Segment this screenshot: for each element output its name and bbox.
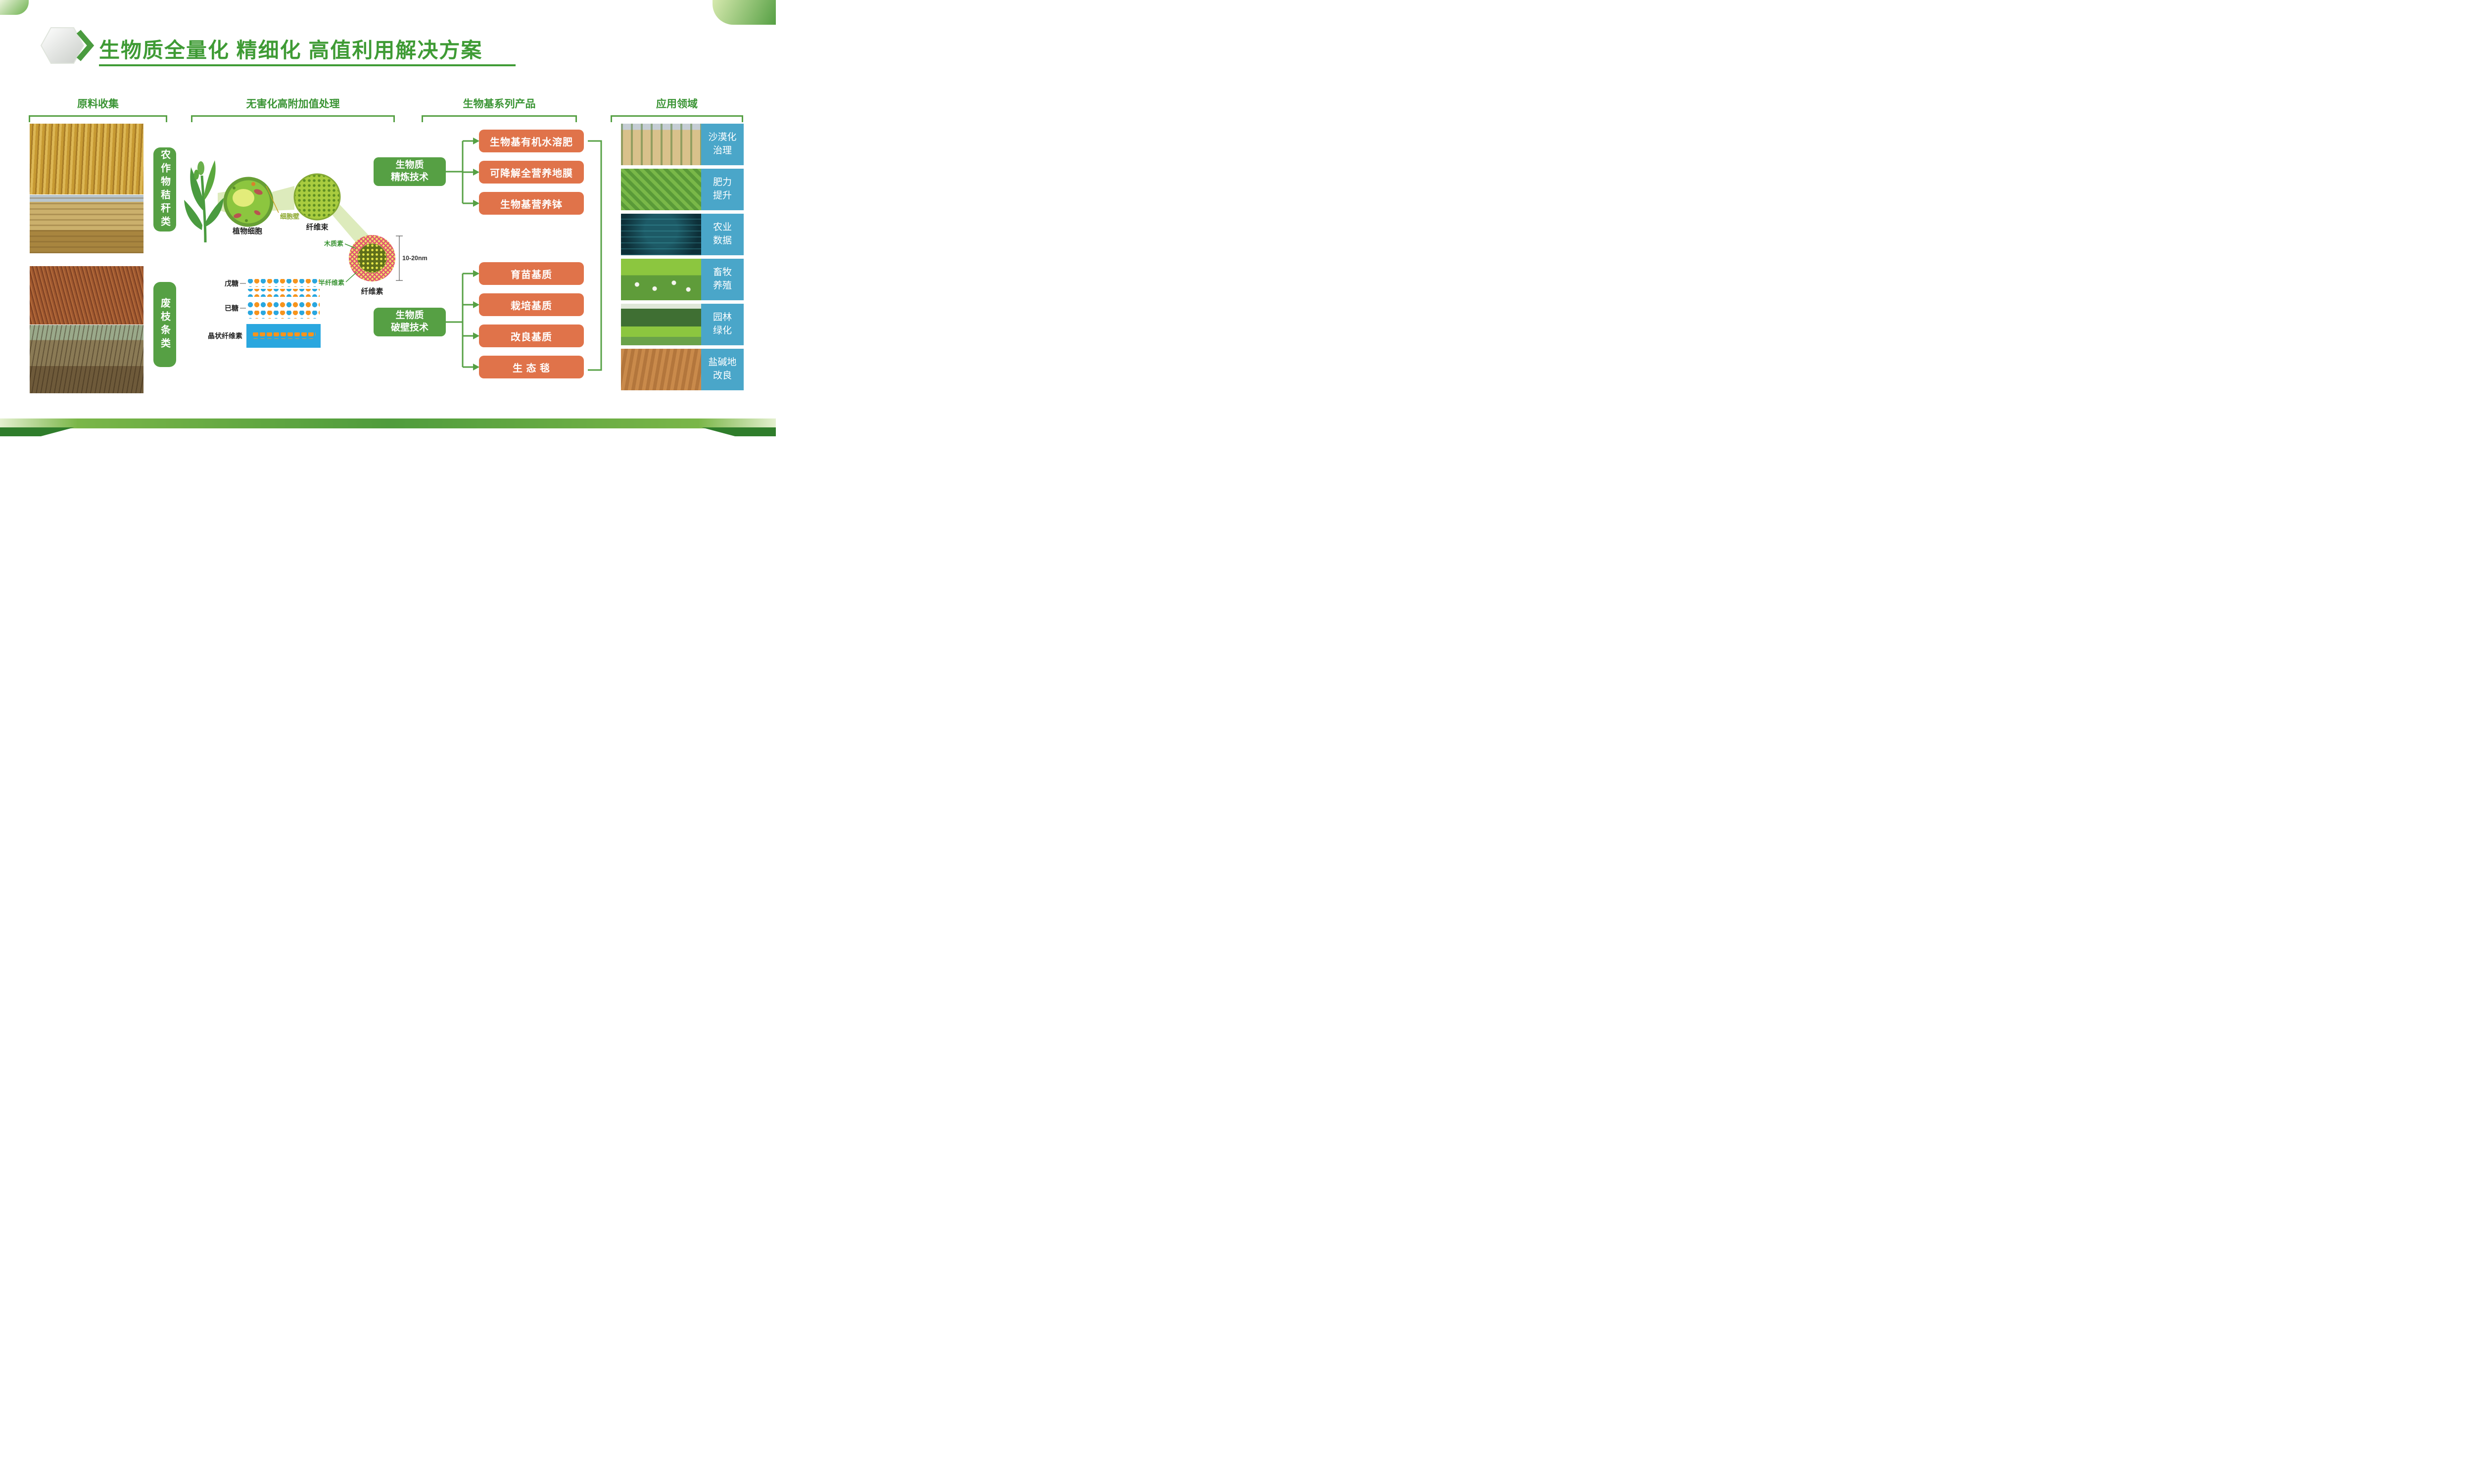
fiber-bundle-label: 纤维束: [306, 223, 329, 232]
tech-label-line2: 破壁技术: [390, 323, 428, 333]
cellulose-label: 纤维素: [361, 287, 383, 296]
application-label-line2: 治理: [713, 145, 732, 156]
lignin-leader-line: [344, 243, 356, 249]
application-label: 农业 数据: [701, 214, 744, 255]
scale-bracket: [396, 235, 403, 281]
section-bracket: [611, 115, 743, 122]
category-label: 农作物秸秆类: [159, 149, 170, 230]
tech-label-line2: 精炼技术: [390, 172, 428, 183]
section-bracket: [422, 115, 577, 122]
category-crop-straw: 农作物秸秆类: [153, 147, 176, 232]
corner-decoration-top-right: [713, 0, 776, 25]
cell-wall-label: 细胞壁: [280, 213, 299, 220]
section-header-processing: 无害化高附加值处理: [191, 96, 395, 122]
product-box-cultivation-substrate: 栽培基质: [479, 293, 584, 316]
application-label-line1: 园林: [713, 312, 732, 323]
pentose-chain-row: [246, 289, 320, 297]
photo-saline-alkali-improvement: [621, 349, 701, 390]
application-label-line2: 改良: [713, 371, 732, 381]
application-label-line2: 绿化: [713, 325, 732, 336]
crystalline-cellulose-label: 晶状纤维素: [208, 332, 242, 340]
product-box-degradable-mulch-film: 可降解全营养地膜: [479, 161, 584, 184]
application-label-line1: 畜牧: [713, 267, 732, 278]
product-box-nutrient-pot: 生物基营养钵: [479, 192, 584, 215]
photo-fertility-improvement: [621, 169, 701, 210]
tech-label-line1: 生物质: [395, 310, 424, 321]
category-label: 废枝条类: [159, 298, 170, 351]
fiber-bundle-illustration: [293, 173, 341, 221]
product-box-improvement-substrate: 改良基质: [479, 325, 584, 347]
section-label: 原料收集: [77, 98, 119, 110]
application-row-livestock: 畜牧 养殖: [621, 259, 744, 300]
photo-pruned-branches: [30, 325, 143, 393]
hemicellulose-leader-line: [345, 272, 357, 282]
application-label: 沙漠化 治理: [701, 124, 744, 165]
application-label-line1: 肥力: [713, 177, 732, 188]
beam-cell-to-fiber: [272, 186, 294, 211]
application-label: 畜牧 养殖: [701, 259, 744, 300]
application-row-fertility: 肥力 提升: [621, 169, 744, 210]
photo-garden-greening: [621, 304, 701, 345]
photo-agriculture-data: [621, 214, 701, 255]
slide: 生物质全量化 精细化 高值利用解决方案 原料收集 无害化高附加值处理 生物基系列…: [0, 0, 776, 436]
section-label: 应用领域: [656, 98, 698, 110]
section-header-applications: 应用领域: [611, 96, 743, 122]
application-row-agri-data: 农业 数据: [621, 214, 744, 255]
hemicellulose-label: 半纤维素: [319, 279, 344, 286]
tech-box-refining: 生物质 精炼技术: [374, 157, 446, 186]
corner-decoration-bottom-left: [0, 427, 74, 436]
corner-decoration-bottom-right: [702, 427, 776, 436]
photo-straw-bales: [30, 195, 143, 253]
hexagon-bullet-icon: [40, 27, 95, 64]
cell-wall-leader-line: [266, 186, 279, 213]
product-box-eco-blanket: 生 态 毯: [479, 356, 584, 378]
section-header-products: 生物基系列产品: [422, 96, 577, 122]
microfibril-illustration: [349, 235, 395, 281]
application-label: 肥力 提升: [701, 169, 744, 210]
application-row-desertification: 沙漠化 治理: [621, 124, 744, 165]
tech-box-wall-breaking: 生物质 破壁技术: [374, 308, 446, 336]
application-label-line1: 盐碱地: [708, 357, 737, 368]
plant-cell-label: 植物细胞: [233, 227, 262, 235]
photo-livestock-breeding: [621, 259, 701, 300]
application-label-line2: 提升: [713, 190, 732, 201]
section-bracket: [29, 115, 167, 122]
application-label-line1: 农业: [713, 222, 732, 233]
plant-illustration: [184, 160, 224, 243]
application-row-landscaping: 园林 绿化: [621, 304, 744, 345]
application-row-saline-soil: 盐碱地 改良: [621, 349, 744, 390]
section-label: 无害化高附加值处理: [246, 98, 340, 110]
section-header-collection: 原料收集: [29, 96, 167, 122]
pentose-label: 戊糖: [225, 279, 238, 287]
hexose-label: 已糖: [225, 304, 238, 312]
section-label: 生物基系列产品: [463, 98, 536, 110]
application-label-line1: 沙漠化: [708, 132, 737, 143]
category-waste-branches: 废枝条类: [153, 282, 176, 367]
product-box-water-soluble-fertilizer: 生物基有机水溶肥: [479, 130, 584, 152]
application-label-line2: 数据: [713, 235, 732, 246]
hexose-chain-row: [246, 301, 320, 309]
application-label: 盐碱地 改良: [701, 349, 744, 390]
processing-diagram: 细胞壁 植物细胞 纤维束 木质素 半纤维素 纤维素 10-20nm 戊糖 已糖: [184, 160, 428, 348]
lignin-label: 木质素: [324, 240, 343, 247]
footer-band-decoration: [0, 418, 776, 428]
product-box-seedling-substrate: 育苗基质: [479, 262, 584, 285]
applications-list: 沙漠化 治理 肥力 提升 农业 数据 畜牧 养殖: [621, 124, 744, 394]
scale-label: 10-20nm: [402, 255, 428, 262]
title-underline: [99, 64, 516, 66]
section-bracket: [191, 115, 395, 122]
plant-cell-illustration: [223, 177, 274, 227]
photo-corn-stalks: [30, 124, 143, 194]
chevron-right-icon: [76, 30, 95, 61]
application-label: 园林 绿化: [701, 304, 744, 345]
page-title: 生物质全量化 精细化 高值利用解决方案: [99, 39, 483, 62]
pentose-chain-row: [246, 279, 320, 287]
hexose-chain-row: [246, 311, 320, 319]
application-label-line2: 养殖: [713, 280, 732, 291]
crystalline-chain: [251, 332, 316, 339]
photo-desertification-control: [621, 124, 701, 165]
tech-label-line1: 生物质: [395, 160, 424, 171]
corner-decoration-top-left: [0, 0, 29, 15]
photo-waste-twigs: [30, 266, 143, 325]
